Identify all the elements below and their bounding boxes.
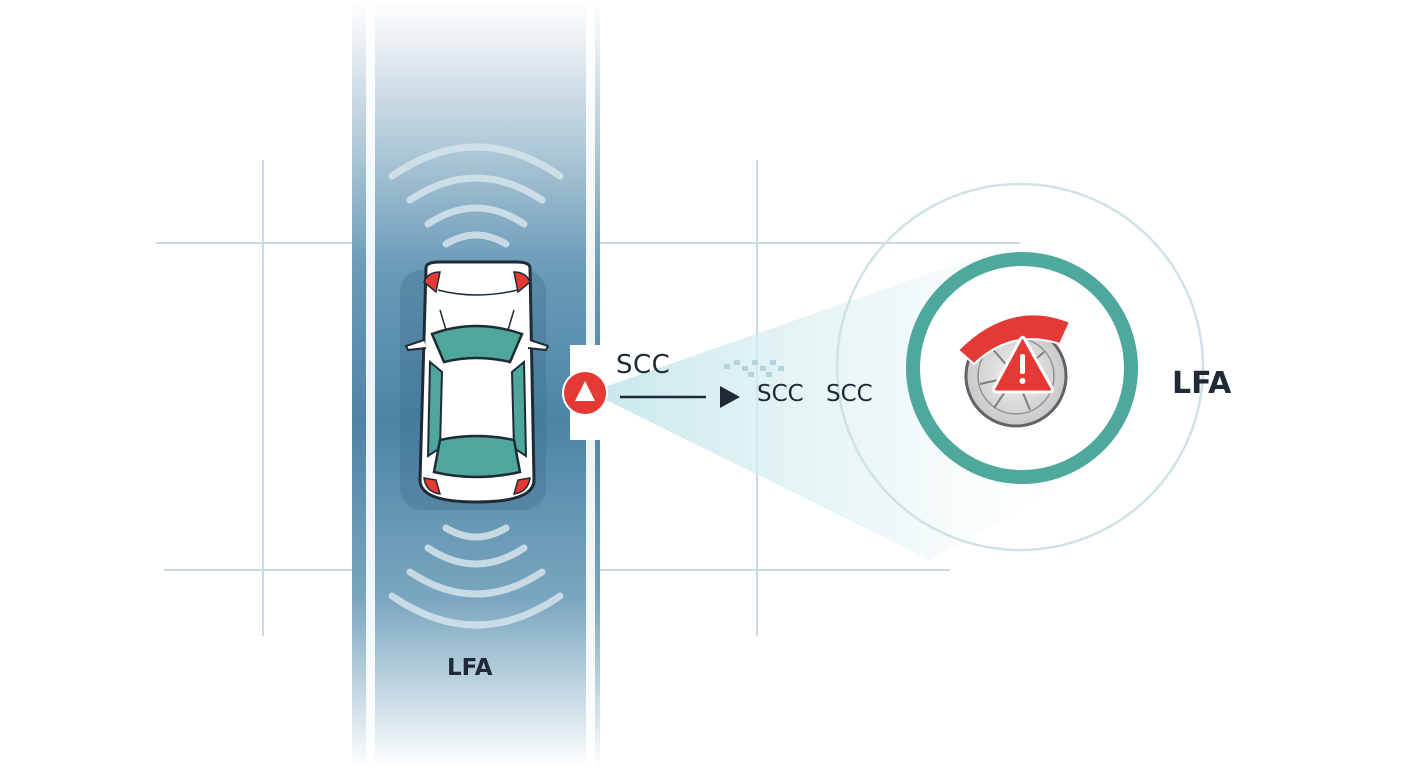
scc-label-secondary-2: SCC [826,381,873,407]
lfa-label-right: LFA [1172,366,1232,401]
car-icon [400,260,550,510]
scc-label-secondary-1: SCC [757,381,804,407]
arrow-right-icon [720,386,740,408]
warning-triangle-icon [992,335,1054,394]
lfa-label-road: LFA [447,655,493,681]
lfa-outer-circle [835,182,1205,552]
scc-label-main: SCC [616,350,671,380]
pixel-fragments [724,360,784,377]
warning-marker-icon [562,370,608,416]
front-sensor-wave-icon [388,143,564,248]
rear-sensor-wave-icon [388,524,564,629]
